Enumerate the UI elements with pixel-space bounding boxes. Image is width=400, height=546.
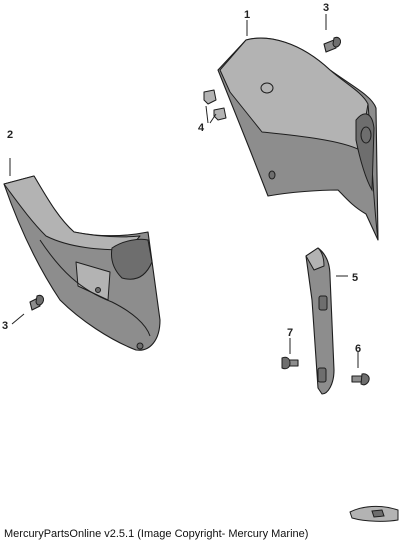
part-6-screw[interactable] [351,373,370,386]
callout-6: 6 [355,343,361,355]
callout-7: 7 [287,327,293,339]
image-copyright-footer: MercuryPartsOnline v2.5.1 (Image Copyrig… [4,528,309,540]
part-7-screw[interactable] [281,356,299,370]
part-3-screw-top[interactable] [323,36,341,53]
callout-3-top: 3 [323,2,329,14]
callout-2: 2 [7,129,13,141]
part-4-clips[interactable] [203,89,227,121]
leader-4b [209,113,217,124]
leader-4a [205,105,209,124]
callout-3-left: 3 [2,320,8,332]
part-3-screw-left[interactable] [29,294,44,311]
part-2-lower-cowl-panel[interactable] [3,175,161,351]
part-partial-bottom-right [349,505,399,522]
callout-5: 5 [352,272,358,284]
leader-3-left [11,313,25,325]
callout-4: 4 [198,122,205,134]
part-5-trim-strip[interactable] [305,247,335,395]
callout-1: 1 [244,9,250,21]
part-1-cowl-panel[interactable] [217,37,379,241]
